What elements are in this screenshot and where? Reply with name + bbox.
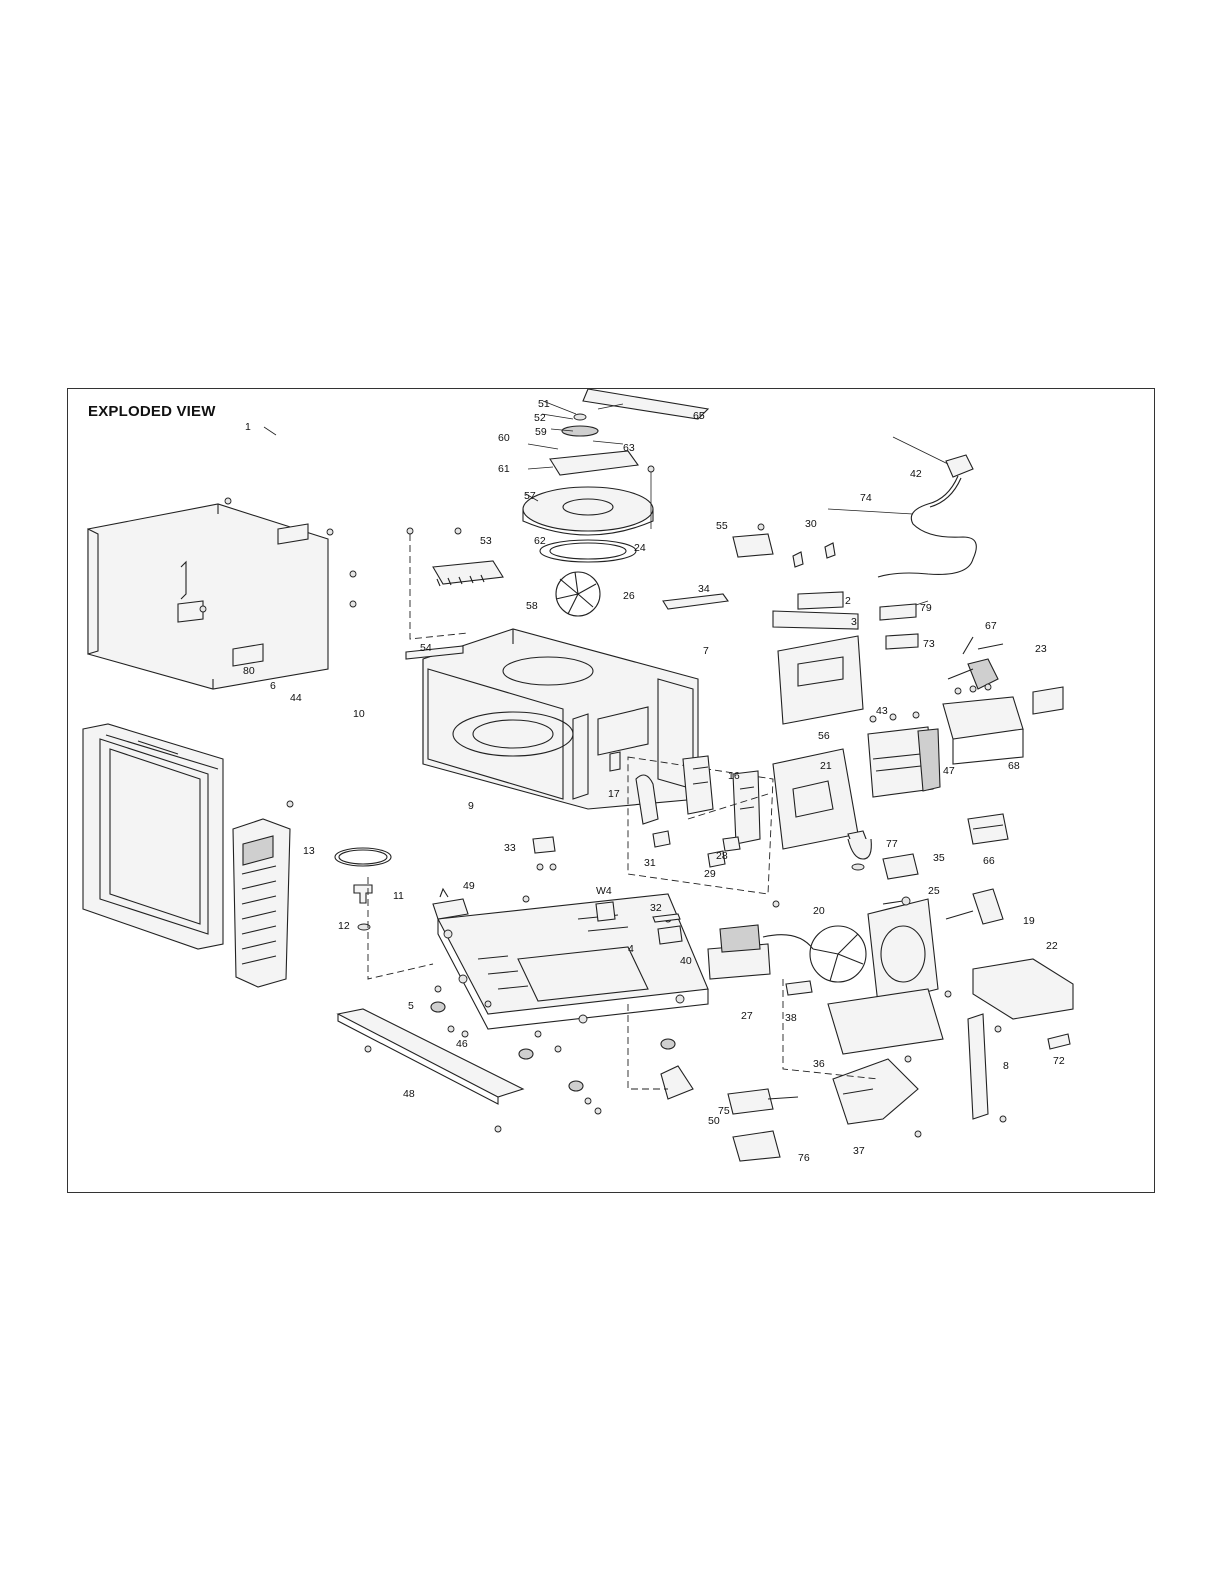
callout-56: 56 [818,730,830,742]
callout-20: 20 [813,905,825,917]
control-panel [233,801,293,987]
callout-28: 28 [716,850,728,862]
callout-40: 40 [680,955,692,967]
callout-26: 26 [623,590,635,602]
callout-30: 30 [805,518,817,530]
callout-42: 42 [910,468,922,480]
callout-27: 27 [741,1010,753,1022]
callout-58: 58 [526,600,538,612]
callout-16: 16 [728,770,740,782]
callout-73: 73 [923,638,935,650]
callout-19: 19 [1023,915,1035,927]
callout-62: 62 [534,535,546,547]
callout-57: 57 [524,490,536,502]
exploded-view-frame: EXPLODED VIEW [67,388,1155,1193]
callout-48: 48 [403,1088,415,1100]
callout-33: 33 [504,842,516,854]
callout-31: 31 [644,857,656,869]
callout-6: 6 [270,680,276,692]
callout-74: 74 [860,492,872,504]
callout-W4: W4 [596,885,612,897]
callout-9: 9 [468,800,474,812]
callout-29: 29 [704,868,716,880]
high-voltage-capacitor [708,901,813,995]
callout-77: 77 [886,838,898,850]
callout-47: 47 [943,765,955,777]
exploded-view-drawing: 1 2 3 4 5 6 7 8 9 10 11 12 13 16 17 19 2… [68,389,1156,1194]
callout-79: 79 [920,602,932,614]
callout-52: 52 [534,412,546,424]
callout-36: 36 [813,1058,825,1070]
callout-49: 49 [463,880,475,892]
callout-23: 23 [1035,643,1047,655]
callout-61: 61 [498,463,510,475]
turntable-parts [335,848,391,930]
callout-11: 11 [393,890,404,902]
lower-right-brackets [661,1059,921,1161]
callout-63: 63 [623,442,635,454]
callout-10: 10 [353,708,365,720]
callout-35: 35 [933,852,945,864]
callout-22: 22 [1046,940,1058,952]
cooling-fan-duct [810,899,951,1062]
callout-54: 54 [420,642,432,654]
callout-53: 53 [480,535,492,547]
callout-25: 25 [928,885,940,897]
callout-1: 1 [245,421,251,433]
callout-60: 60 [498,432,510,444]
callout-12: 12 [338,920,350,932]
callout-37: 37 [853,1145,865,1157]
callout-72: 72 [1053,1055,1065,1067]
callout-17: 17 [608,788,620,800]
back-panel-parts [968,959,1073,1122]
callout-32: 32 [650,902,662,914]
power-cord [878,455,976,577]
callout-43: 43 [876,705,888,717]
callout-13: 13 [303,845,315,857]
callout-7: 7 [703,645,709,657]
callout-34: 34 [698,583,710,595]
callout-2: 2 [845,595,851,607]
callout-68: 68 [1008,760,1020,772]
callout-24: 24 [634,542,646,554]
callout-76: 76 [798,1152,810,1164]
callout-46: 46 [456,1038,468,1050]
callout-75: 75 [718,1105,730,1117]
callout-21: 21 [820,760,832,772]
callout-5: 5 [408,1000,414,1012]
callout-38: 38 [785,1012,797,1024]
callout-4: 4 [628,943,634,955]
callout-44: 44 [290,692,302,704]
door-assembly [83,724,223,949]
grill-heater-assembly [523,389,708,616]
callout-55: 55 [716,520,728,532]
callout-59: 59 [535,426,547,438]
motor-sensor [533,837,556,870]
outer-cabinet [88,498,356,689]
callout-66: 66 [983,855,995,867]
base-feet [431,1002,675,1114]
callout-8: 8 [1003,1060,1009,1072]
bottom-trim [338,1009,523,1132]
callout-67: 67 [985,620,997,632]
callout-65: 65 [693,410,705,422]
callout-80: 80 [243,665,255,677]
oven-cavity [423,629,698,809]
callout-51: 51 [538,398,550,410]
callout-3: 3 [851,616,857,628]
